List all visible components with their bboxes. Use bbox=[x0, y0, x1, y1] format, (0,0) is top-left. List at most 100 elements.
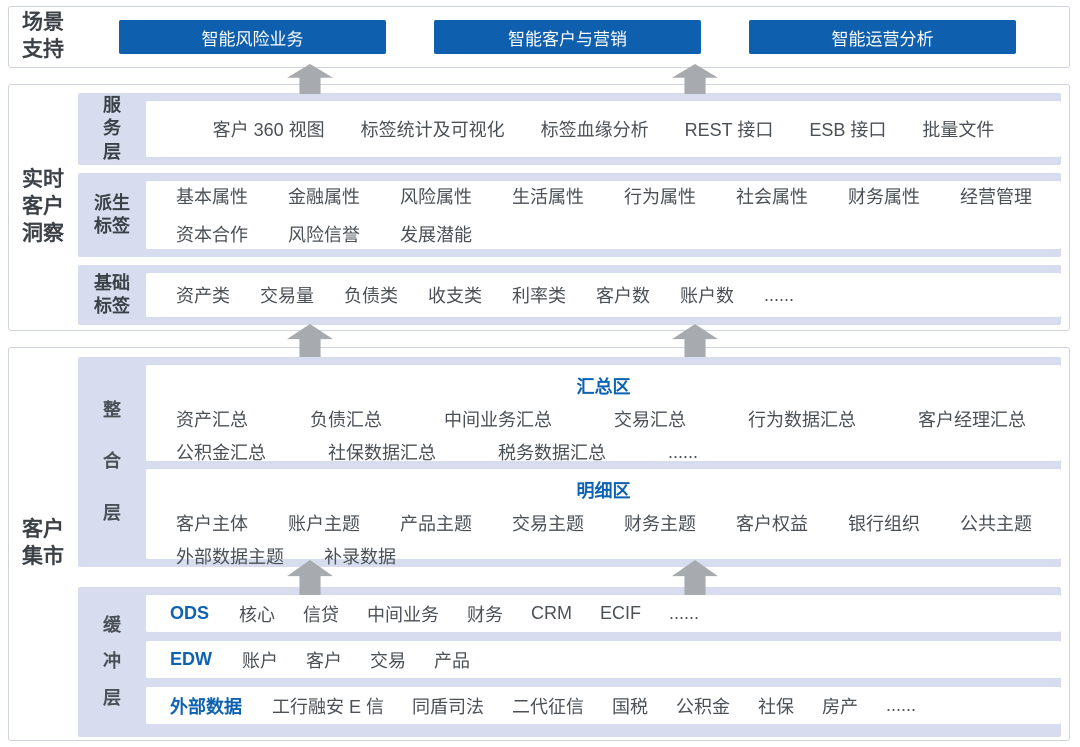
item-label: 标签血缘分析 bbox=[540, 120, 649, 140]
buffer-layer-label-char: 缓 bbox=[103, 614, 121, 635]
buffer-layer-label: 缓冲层 bbox=[78, 587, 146, 737]
item-label: 同盾司法 bbox=[412, 696, 485, 717]
basic-tags-box: 资产类交易量负债类收支类利率类客户数账户数...... bbox=[146, 273, 1061, 317]
detail-zone-title: 明细区 bbox=[576, 481, 631, 501]
edw-items: 账户客户交易产品 bbox=[242, 647, 470, 673]
derived-tags-line2: 资本合作风险信誉发展潜能 bbox=[146, 221, 1061, 247]
item-label: 发展潜能 bbox=[400, 225, 472, 245]
item-label: 资产汇总 bbox=[176, 410, 248, 430]
item-label: ECIF bbox=[600, 603, 642, 623]
item-label: 账户主题 bbox=[288, 514, 360, 534]
item-label: 核心 bbox=[239, 604, 276, 625]
item-label: 客户权益 bbox=[736, 514, 808, 534]
service-layer-label: 服 务 层 bbox=[103, 94, 121, 162]
item-label: REST 接口 bbox=[684, 120, 774, 140]
realtime-insight-section: 实时 客户 洞察 服 务 层 客户 360 视图 标签统计及可视化 标签血缘分析 RE… bbox=[8, 84, 1070, 331]
scenario-button[interactable]: 智能运营分析 bbox=[749, 20, 1016, 54]
buffer-layer-label-char: 冲 bbox=[103, 651, 121, 672]
item-label: 国税 bbox=[612, 696, 649, 717]
item-label: 风险属性 bbox=[400, 187, 472, 207]
external-data-box: 外部数据 工行融安 E 信 同盾司法 二代征信 国税 公积金 社保 房产...... bbox=[146, 687, 1061, 724]
item-label: 产品主题 bbox=[400, 514, 472, 534]
item-label: 二代征信 bbox=[512, 696, 585, 717]
integration-layer-row: 整合层 汇总区 资产汇总负债汇总中间业务汇总交易汇总行为数据汇总客户经理汇总 公… bbox=[78, 357, 1061, 567]
item-label: 客户主体 bbox=[176, 514, 248, 534]
realtime-insight-label: 实时 客户 洞察 bbox=[22, 168, 64, 245]
item-label: 收支类 bbox=[428, 286, 482, 306]
customer-mart-label: 客户 集市 bbox=[22, 518, 64, 568]
edw-box: EDW 账户客户交易产品 bbox=[146, 641, 1061, 678]
basic-tags-label: 基础 标签 bbox=[94, 272, 130, 316]
summary-zone-box: 汇总区 资产汇总负债汇总中间业务汇总交易汇总行为数据汇总客户经理汇总 公积金汇总… bbox=[146, 365, 1061, 463]
item-label: 利率类 bbox=[512, 286, 566, 306]
item-label: 公积金 bbox=[676, 696, 731, 717]
external-data-label: 外部数据 bbox=[170, 696, 242, 717]
derived-tags-line1: 基本属性金融属性风险属性生活属性行为属性社会属性财务属性经营管理 bbox=[146, 183, 1061, 209]
item-label: 中间业务汇总 bbox=[444, 410, 552, 430]
item-label: 账户数 bbox=[680, 286, 734, 306]
buffer-layer-label-char: 层 bbox=[103, 687, 121, 708]
item-label: 账户 bbox=[242, 650, 278, 671]
scenario-support-section: 场景 支持 智能风险业务 智能客户与营销 智能运营分析 bbox=[8, 6, 1070, 68]
item-label: 基本属性 bbox=[176, 187, 248, 207]
customer-mart-section: 客户 集市 整合层 汇总区 资产汇总负债汇总中间业务汇总交易汇总行为数据汇总客户… bbox=[8, 347, 1070, 741]
item-label: 生活属性 bbox=[512, 187, 584, 207]
item-label: 外部数据主题 bbox=[176, 547, 284, 567]
ods-label: ODS bbox=[170, 603, 210, 623]
derived-tags-label: 派生 标签 bbox=[94, 192, 130, 236]
item-label: 社保 bbox=[758, 696, 795, 717]
item-label: ...... bbox=[669, 603, 700, 623]
item-label: 资产类 bbox=[176, 286, 230, 306]
item-label: 标签统计及可视化 bbox=[360, 120, 505, 140]
item-label: 客户 360 视图 bbox=[212, 120, 325, 140]
item-label: 公共主题 bbox=[960, 514, 1032, 534]
item-label: 交易汇总 bbox=[614, 410, 686, 430]
item-label: 经营管理 bbox=[960, 187, 1032, 207]
scenario-buttons: 智能风险业务 智能客户与营销 智能运营分析 bbox=[77, 7, 1069, 67]
item-label: ...... bbox=[668, 441, 699, 462]
item-label: 金融属性 bbox=[288, 187, 360, 207]
integration-layer-label-char: 合 bbox=[103, 451, 121, 472]
summary-zone-line2: 公积金汇总社保数据汇总税务数据汇总...... bbox=[146, 439, 1061, 465]
item-label: 行为属性 bbox=[624, 187, 696, 207]
item-label: 产品 bbox=[434, 650, 470, 671]
summary-zone-title: 汇总区 bbox=[576, 377, 631, 397]
item-label: 客户数 bbox=[596, 286, 650, 306]
scenario-button[interactable]: 智能客户与营销 bbox=[434, 20, 701, 54]
item-label: 交易主题 bbox=[512, 514, 584, 534]
external-data-items: 工行融安 E 信 同盾司法 二代征信 国税 公积金 社保 房产...... bbox=[272, 693, 916, 719]
item-label: 交易量 bbox=[260, 286, 314, 306]
item-label: 信贷 bbox=[303, 604, 340, 625]
basic-tags-items: 资产类交易量负债类收支类利率类客户数账户数...... bbox=[146, 282, 794, 308]
edw-label: EDW bbox=[170, 649, 212, 669]
item-label: 风险信誉 bbox=[288, 225, 360, 245]
integration-layer-label: 整合层 bbox=[78, 357, 146, 567]
integration-layer-label-char: 整 bbox=[103, 399, 121, 420]
item-label: ...... bbox=[886, 695, 917, 715]
derived-tags-box: 基本属性金融属性风险属性生活属性行为属性社会属性财务属性经营管理 资本合作风险信… bbox=[146, 181, 1061, 249]
scenario-button[interactable]: 智能风险业务 bbox=[119, 20, 386, 54]
item-label: 中间业务 bbox=[367, 604, 440, 625]
item-label: 财务主题 bbox=[624, 514, 696, 534]
item-label: CRM bbox=[531, 603, 573, 623]
item-label: 社会属性 bbox=[736, 187, 808, 207]
item-label: 社保数据汇总 bbox=[328, 443, 436, 463]
item-label: 房产 bbox=[822, 696, 859, 717]
item-label: 行为数据汇总 bbox=[748, 410, 856, 430]
item-label: 工行融安 E 信 bbox=[272, 696, 385, 717]
item-label: 银行组织 bbox=[848, 514, 920, 534]
scenario-support-label: 场景 支持 bbox=[22, 11, 64, 61]
summary-zone-line1: 资产汇总负债汇总中间业务汇总交易汇总行为数据汇总客户经理汇总 bbox=[146, 406, 1061, 432]
basic-tags-row: 基础 标签 资产类交易量负债类收支类利率类客户数账户数...... bbox=[78, 265, 1061, 325]
derived-tags-row: 派生 标签 基本属性金融属性风险属性生活属性行为属性社会属性财务属性经营管理 资… bbox=[78, 173, 1061, 257]
item-label: 客户经理汇总 bbox=[918, 410, 1026, 430]
item-label: 交易 bbox=[370, 650, 406, 671]
